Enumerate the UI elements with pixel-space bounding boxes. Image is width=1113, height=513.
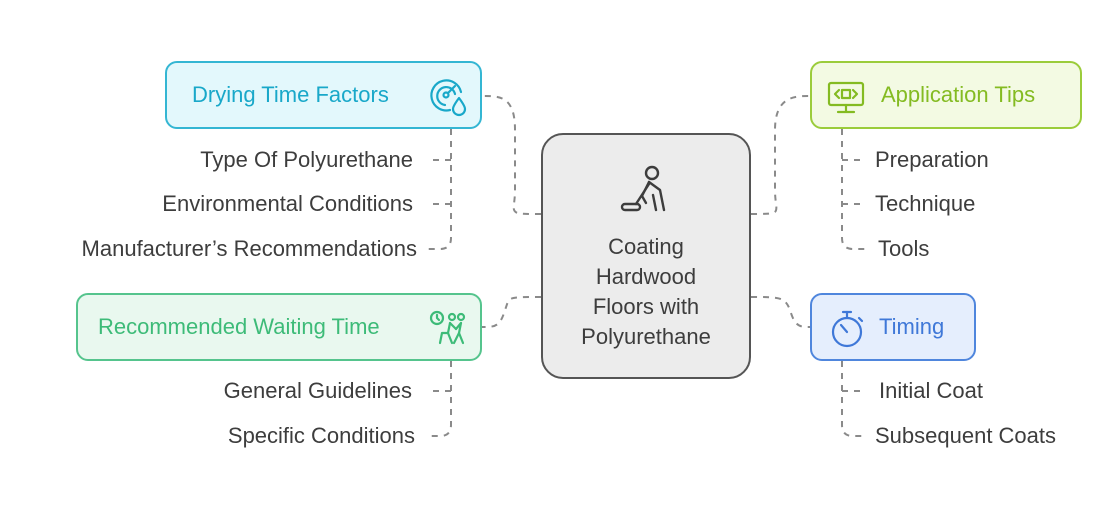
branch-timing-title: Timing: [879, 314, 945, 339]
leaf-technique: Technique: [875, 191, 976, 216]
leaf-environmental-conditions: Environmental Conditions: [162, 191, 413, 216]
branch-app-title: Application Tips: [881, 82, 1036, 107]
branch-timing: Timing: [810, 293, 976, 361]
connector-wait: [481, 296, 542, 328]
people-waiting-clock-icon: [428, 309, 468, 349]
leaf-tools: Tools: [878, 236, 930, 261]
leaf-type-of-polyurethane: Type Of Polyurethane: [200, 147, 413, 172]
connector-timing-leaves: [841, 361, 865, 437]
gauge-droplet-icon: [428, 77, 468, 117]
connector-drying-leaves: [428, 129, 452, 250]
leaf-preparation: Preparation: [875, 147, 989, 172]
branch-drying-title: Drying Time Factors: [192, 82, 389, 107]
stopwatch-icon: [828, 309, 866, 349]
leaf-manufacturers-recommendations: Manufacturer’s Recommendations: [81, 236, 417, 261]
branch-recommended-waiting-time: Recommended Waiting Time: [76, 293, 482, 361]
connector-app-leaves: [841, 129, 865, 250]
center-topic: Coating Hardwood Floors with Polyurethan…: [541, 133, 751, 379]
person-mopping-floor-icon: [616, 163, 676, 228]
connector-app: [750, 95, 811, 215]
branch-application-tips: Application Tips: [810, 61, 1082, 129]
branch-wait-title: Recommended Waiting Time: [98, 314, 380, 339]
connector-drying: [481, 95, 542, 215]
leaf-general-guidelines: General Guidelines: [223, 378, 412, 403]
center-topic-label: Coating Hardwood Floors with Polyurethan…: [581, 234, 711, 349]
connector-timing: [750, 296, 811, 328]
connector-wait-leaves: [428, 361, 452, 437]
leaf-subsequent-coats: Subsequent Coats: [875, 423, 1057, 448]
leaf-specific-conditions: Specific Conditions: [227, 423, 415, 448]
leaf-initial-coat: Initial Coat: [879, 378, 983, 403]
branch-drying-time-factors: Drying Time Factors: [165, 61, 482, 129]
code-monitor-icon: [826, 80, 866, 116]
